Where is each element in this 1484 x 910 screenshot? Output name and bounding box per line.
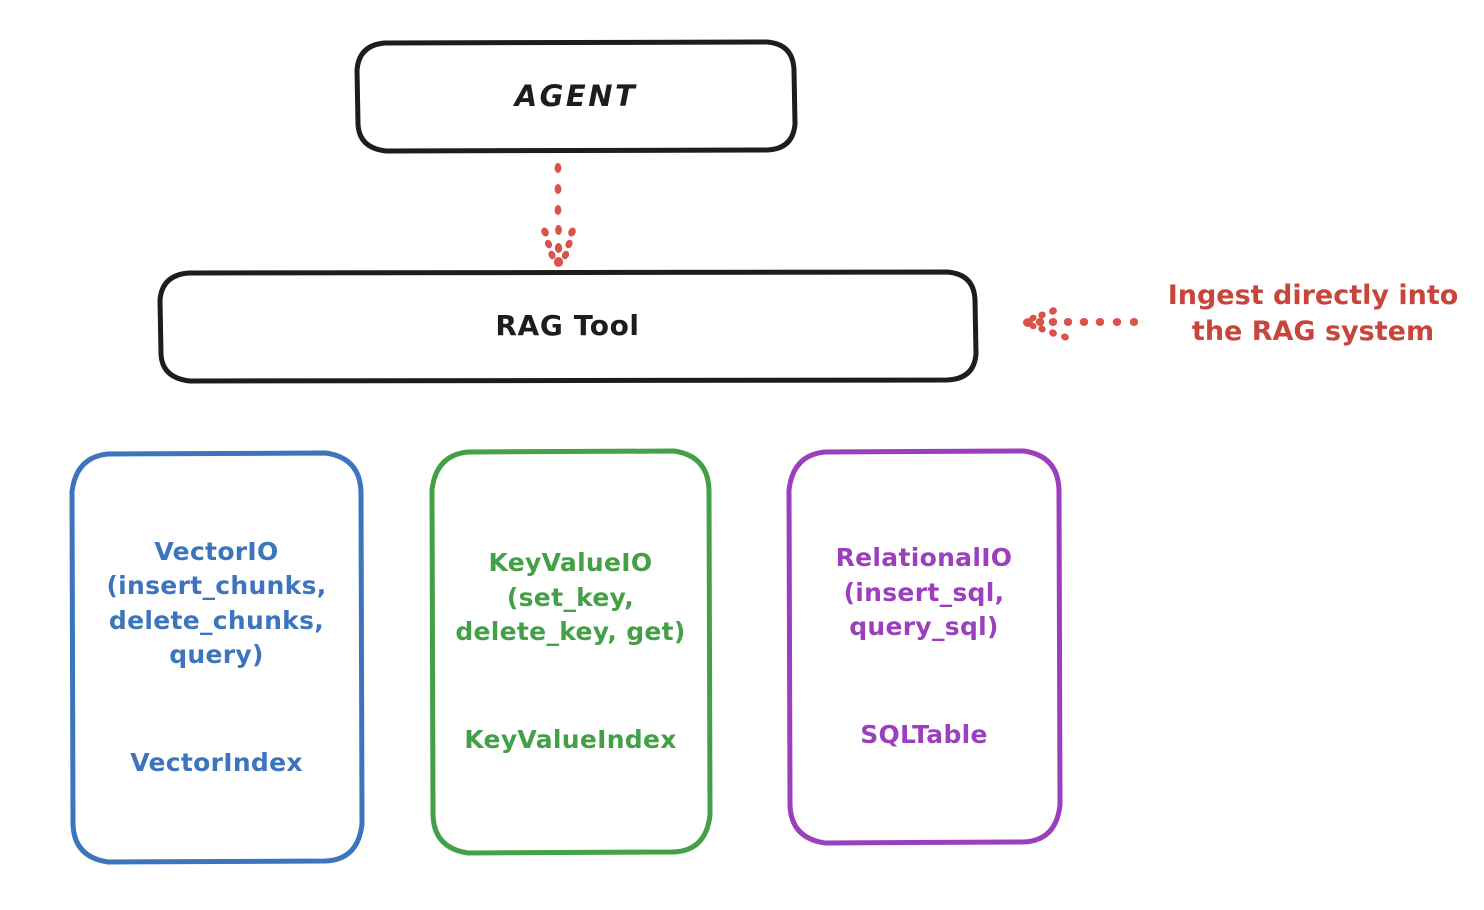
sql-table-text: SQLTable bbox=[860, 720, 988, 750]
vector-io-label: VectorIO (insert_chunks, delete_chunks, … bbox=[106, 500, 326, 815]
key-value-io-node-outline bbox=[429, 448, 713, 856]
vector-io-api-text: VectorIO (insert_chunks, delete_chunks, … bbox=[106, 536, 327, 670]
relational-io-label: RelationalIO (insert_sql, query_sql) SQL… bbox=[836, 507, 1013, 787]
agent-label: AGENT bbox=[514, 79, 638, 114]
relational-io-node-outline bbox=[786, 448, 1063, 846]
rag-tool-node-outline bbox=[157, 269, 979, 384]
vector-io-node[interactable]: VectorIO (insert_chunks, delete_chunks, … bbox=[68, 450, 365, 865]
rag-tool-node[interactable]: RAG Tool bbox=[157, 269, 979, 384]
agent-to-rag-tool-arrow-icon bbox=[541, 163, 576, 267]
vector-io-node-outline bbox=[69, 450, 365, 865]
agent-node[interactable]: AGENT bbox=[354, 39, 798, 154]
key-value-index-text: KeyValueIndex bbox=[464, 725, 677, 755]
key-value-io-node[interactable]: KeyValueIO (set_key, delete_key, get) Ke… bbox=[428, 448, 713, 856]
rag-tool-label: RAG Tool bbox=[495, 309, 640, 343]
relational-io-node[interactable]: RelationalIO (insert_sql, query_sql) SQL… bbox=[785, 448, 1063, 846]
key-value-io-api-text: KeyValueIO (set_key, delete_key, get) bbox=[455, 548, 686, 647]
ingest-arrow-icon bbox=[1023, 307, 1139, 341]
key-value-io-label: KeyValueIO (set_key, delete_key, get) Ke… bbox=[455, 512, 685, 792]
relational-io-api-text: RelationalIO (insert_sql, query_sql) bbox=[835, 543, 1013, 642]
ingest-annotation-text: Ingest directly into the RAG system bbox=[1167, 280, 1459, 348]
vector-index-text: VectorIndex bbox=[130, 747, 303, 777]
agent-node-outline bbox=[354, 39, 798, 154]
